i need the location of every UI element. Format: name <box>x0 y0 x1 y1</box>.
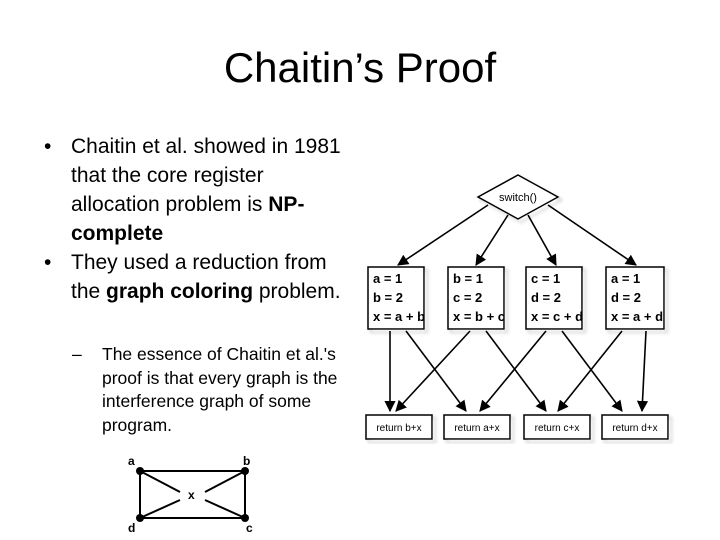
vertex-b <box>241 467 249 475</box>
block-3-line-3: x = c + d <box>531 309 583 324</box>
block-4: a = 1 d = 2 x = a + d <box>605 266 665 330</box>
bullet-2-tail: problem. <box>253 280 341 303</box>
block-4-line-2: d = 2 <box>611 290 641 305</box>
switch-edges <box>397 204 637 266</box>
return-block-4: return d+x <box>601 414 669 440</box>
block-1-line-1: a = 1 <box>373 271 402 286</box>
block-2-line-2: c = 2 <box>453 290 482 305</box>
block-3: c = 1 d = 2 x = c + d <box>525 266 583 330</box>
bullet-item-1: • Chaitin et al. showed in 1981 that the… <box>44 132 344 248</box>
vertex-a <box>136 467 144 475</box>
switch-node: switch() <box>476 174 560 220</box>
sub-bullet: – The essence of Chaitin et al.'s proof … <box>72 343 342 437</box>
block-1-line-2: b = 2 <box>373 290 403 305</box>
block-4-line-1: a = 1 <box>611 271 640 286</box>
slide-title: Chaitin’s Proof <box>223 44 497 91</box>
sub-bullet-text: The essence of Chaitin et al.'s proof is… <box>102 344 338 435</box>
return-3-label: return c+x <box>535 423 580 434</box>
block-2-line-1: b = 1 <box>453 271 483 286</box>
return-block-1: return b+x <box>365 414 433 440</box>
bullet-list: • Chaitin et al. showed in 1981 that the… <box>44 132 344 306</box>
graph-vertices <box>136 467 249 522</box>
vertex-x-label: x <box>188 488 195 502</box>
bullet-item-2: • They used a reduction from the graph c… <box>44 248 344 306</box>
block-2-line-3: x = b + c <box>453 309 505 324</box>
vertex-a-label: a <box>128 454 135 468</box>
bullet-1-text: Chaitin et al. showed in 1981 that the c… <box>71 135 341 216</box>
return-block-2: return a+x <box>443 414 511 440</box>
vertex-d <box>136 514 144 522</box>
block-1-line-3: x = a + b <box>373 309 425 324</box>
return-2-label: return a+x <box>454 423 499 434</box>
interference-graph: a b c d x <box>128 454 253 535</box>
bullet-1-bold: NP-complete <box>71 193 305 245</box>
graph-edges <box>139 470 246 519</box>
bullet-2-text: They used a reduction from the <box>71 251 327 303</box>
block-1: a = 1 b = 2 x = a + b <box>367 266 425 330</box>
vertex-c-label: c <box>246 521 253 535</box>
block-2: b = 1 c = 2 x = b + c <box>447 266 505 330</box>
return-1-label: return b+x <box>376 423 421 434</box>
block-3-line-1: c = 1 <box>531 271 560 286</box>
return-edges <box>384 330 649 413</box>
sub-bullet-dash: – <box>72 344 82 364</box>
bullet-2-bold: graph coloring <box>106 280 254 303</box>
vertex-b-label: b <box>243 454 250 468</box>
switch-label: switch() <box>499 192 537 204</box>
bullet-dot: • <box>44 251 52 274</box>
block-4-line-3: x = a + d <box>611 309 663 324</box>
return-4-label: return d+x <box>612 423 657 434</box>
block-3-line-2: d = 2 <box>531 290 561 305</box>
bullet-dot: • <box>44 135 52 158</box>
return-block-3: return c+x <box>523 414 591 440</box>
vertex-d-label: d <box>128 521 135 535</box>
cfg-diagram: switch() a = 1 b = 2 x = a + b b = 1 c =… <box>365 174 669 440</box>
vertex-c <box>241 514 249 522</box>
